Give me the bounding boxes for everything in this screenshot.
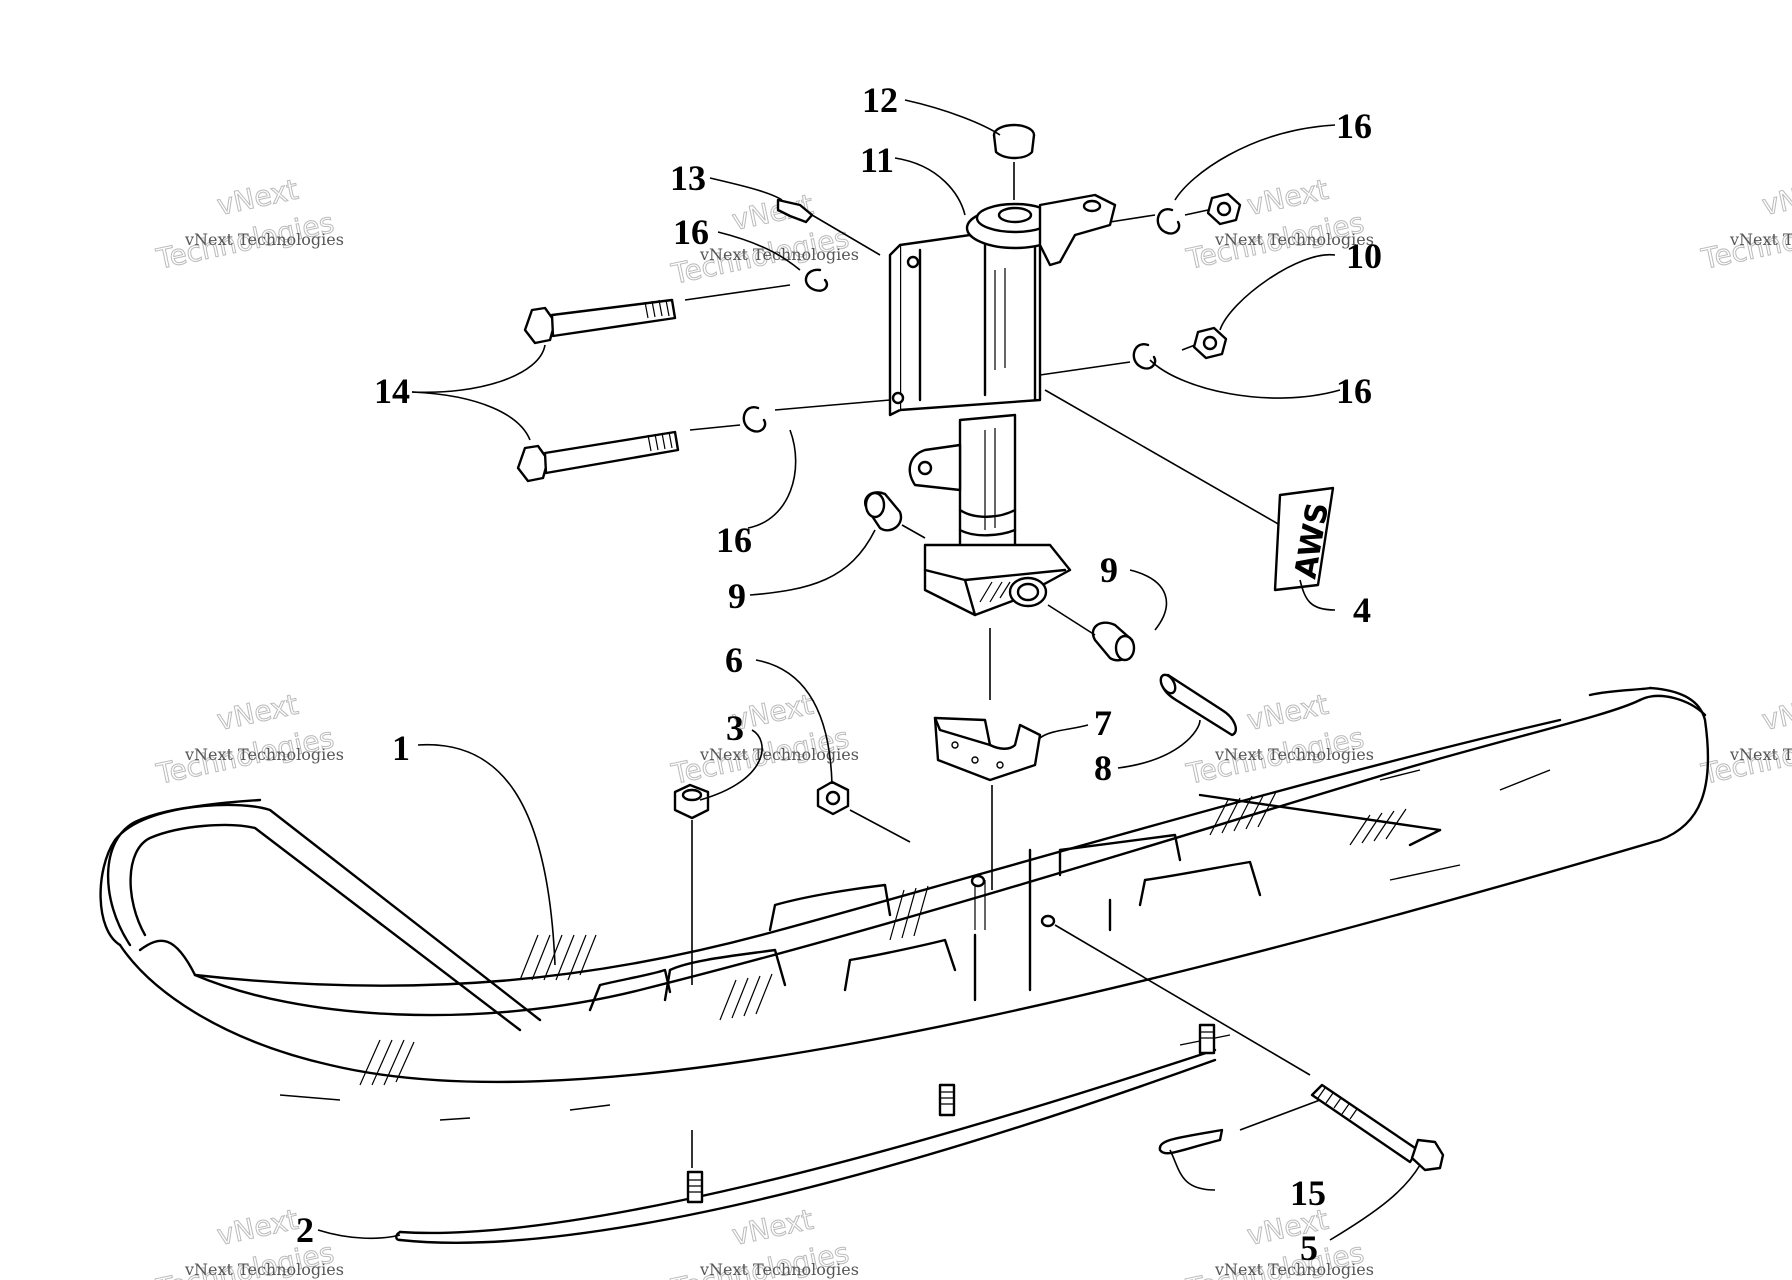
callout-16a: 16 <box>673 212 709 252</box>
callout-13: 13 <box>670 158 706 198</box>
grease-fitting-13 <box>776 198 881 256</box>
callout-11: 11 <box>860 140 894 180</box>
wear-rod <box>395 1023 1217 1244</box>
bolt-part-14-lower <box>516 430 680 483</box>
callout-16c: 16 <box>1336 371 1372 411</box>
watermark-text: vNext Technologies <box>184 745 344 764</box>
nut-3 <box>673 783 710 820</box>
callout-3: 3 <box>726 708 744 748</box>
callout-labels: 1 2 3 4 5 6 7 8 9 9 10 11 12 13 14 15 16… <box>296 80 1382 1268</box>
cotter-pin-15 <box>1158 1099 1321 1155</box>
aws-decal-4: AWS <box>1273 486 1336 592</box>
watermark-text: vNext Technologies <box>1214 1260 1374 1279</box>
callout-5: 5 <box>1300 1228 1318 1268</box>
lock-nut-10-a <box>1206 192 1242 226</box>
lock-washer-16-b <box>1156 208 1181 235</box>
watermark-mark: vNext <box>1759 688 1792 737</box>
nut-6 <box>816 780 911 843</box>
callout-9b: 9 <box>1100 550 1118 590</box>
callout-2: 2 <box>296 1210 314 1250</box>
callout-15: 15 <box>1290 1173 1326 1213</box>
callout-10: 10 <box>1346 236 1382 276</box>
callout-12: 12 <box>862 80 898 120</box>
callout-7: 7 <box>1094 703 1112 743</box>
callout-14: 14 <box>374 371 410 411</box>
pivot-pin-8 <box>1159 673 1237 737</box>
watermark-text: vNext Technologies <box>1214 230 1374 249</box>
lock-washer-16-d <box>742 406 767 433</box>
lock-washer-16-c <box>1132 343 1157 370</box>
callout-16b: 16 <box>1336 106 1372 146</box>
callout-16d: 16 <box>716 520 752 560</box>
saddle-block-7 <box>933 716 1042 782</box>
cap-part-12 <box>992 123 1036 200</box>
bolt-part-14-upper <box>523 298 677 345</box>
callout-6: 6 <box>725 640 743 680</box>
watermark-mark: vNext <box>1759 173 1792 222</box>
bolt-part-5 <box>1054 924 1445 1172</box>
callout-8: 8 <box>1094 748 1112 788</box>
watermark-text: vNext Technologies <box>1729 745 1792 764</box>
watermark-text: vNext Technologies <box>184 1260 344 1279</box>
bushing-9-a <box>863 491 926 539</box>
lock-nut-10-b <box>1192 326 1228 360</box>
watermark-text: vNext Technologies <box>699 745 859 764</box>
callout-9a: 9 <box>728 576 746 616</box>
callout-leaders <box>317 99 1421 1241</box>
bushing-9-b <box>1047 604 1136 662</box>
watermark-text: vNext Technologies <box>184 230 344 249</box>
callout-4: 4 <box>1353 590 1371 630</box>
ski-body <box>99 686 1710 1121</box>
watermark-text: vNext Technologies <box>699 1260 859 1279</box>
spindle-assembly <box>888 193 1117 617</box>
watermark-text: vNext Technologies <box>1729 230 1792 249</box>
watermark-text: vNext Technologies <box>1214 745 1374 764</box>
lock-washer-16-a <box>804 268 829 292</box>
callout-1: 1 <box>392 728 410 768</box>
